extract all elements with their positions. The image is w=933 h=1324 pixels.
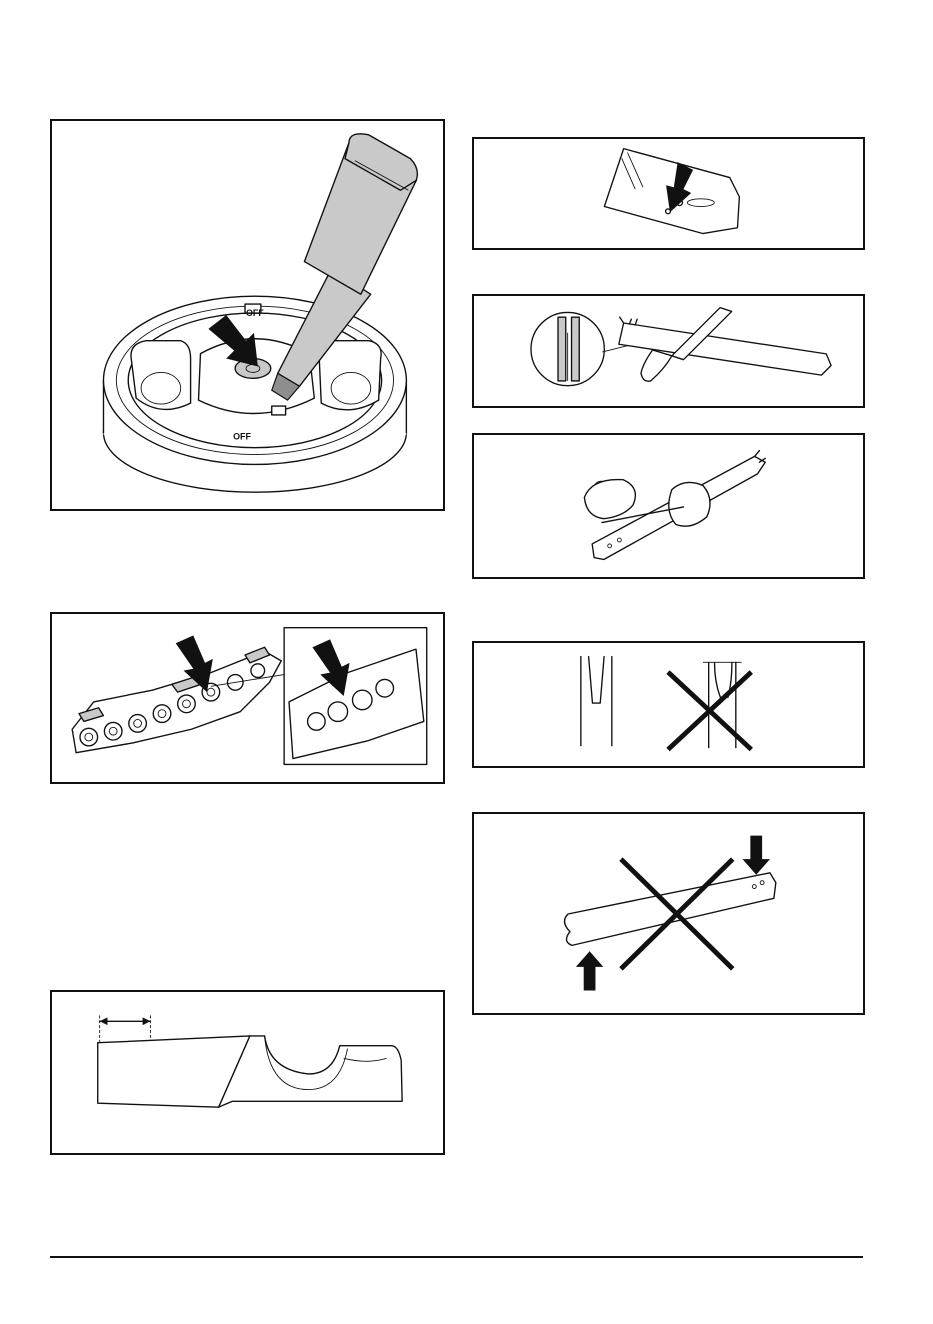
clutch-drum-illustration: OFF OFF	[52, 121, 443, 509]
arrow-icon	[576, 951, 603, 990]
off-label-top: OFF	[246, 308, 264, 318]
bar-check-illustration	[474, 814, 863, 1013]
groove-profiles-illustration	[474, 643, 863, 766]
saw-chain-illustration	[52, 614, 443, 782]
figure-oiling-clutch-drum: OFF OFF	[50, 119, 445, 511]
off-label-bottom: OFF	[233, 432, 251, 442]
figure-guide-bar-oil-hole	[472, 137, 865, 250]
figure-chain-drive-link	[50, 612, 445, 784]
arrow-icon	[743, 836, 770, 875]
guide-bar-illustration	[474, 139, 863, 248]
bar-file-illustration	[474, 296, 863, 406]
figure-bar-straightness	[472, 812, 865, 1015]
hands-filing-illustration	[474, 435, 863, 577]
figure-depth-gauge	[50, 990, 445, 1155]
figure-filing-rails	[472, 433, 865, 579]
figure-groove-cleaning	[472, 294, 865, 408]
figure-groove-wear	[472, 641, 865, 768]
cutter-profile-illustration	[52, 992, 443, 1153]
footer-rule	[50, 1256, 863, 1258]
